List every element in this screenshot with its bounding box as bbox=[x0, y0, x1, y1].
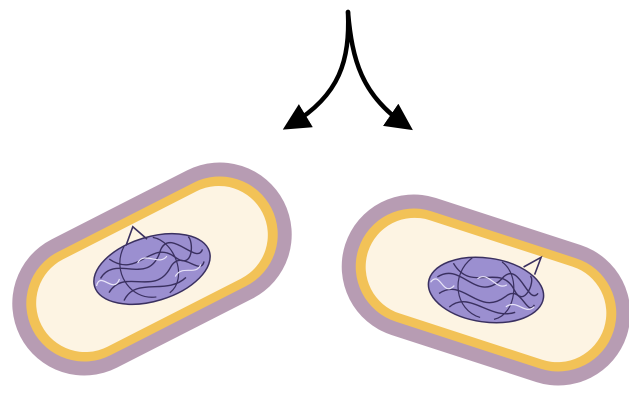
bacterium-cell-right bbox=[323, 176, 629, 401]
bacterium-cell-left bbox=[0, 138, 317, 401]
split-arrow-icon bbox=[292, 12, 404, 124]
